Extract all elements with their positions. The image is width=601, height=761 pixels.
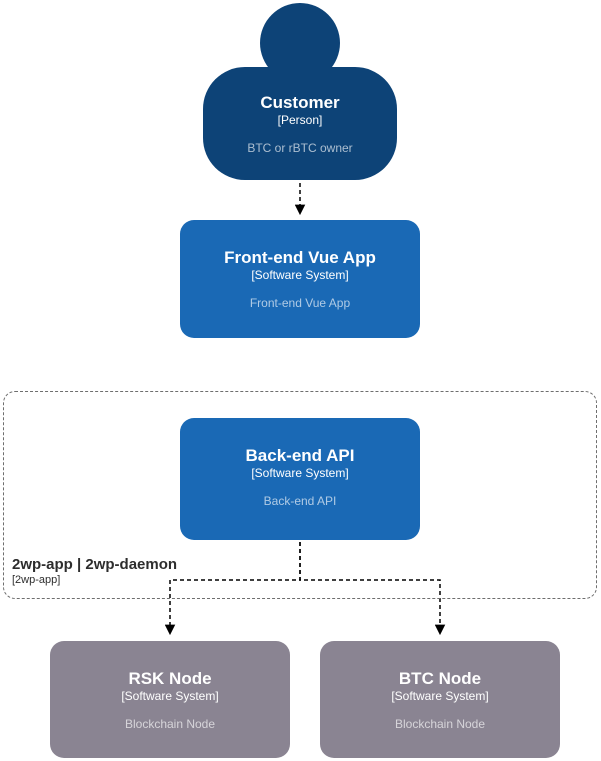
node-title: BTC Node: [398, 669, 482, 688]
node-type: [Software System]: [121, 689, 219, 703]
node-description: Blockchain Node: [124, 717, 216, 731]
person-body: Customer [Person] BTC or rBTC owner: [203, 67, 397, 180]
node-type: [Person]: [277, 113, 323, 127]
boundary-2wp-app: 2wp-app | 2wp-daemon [2wp-app]: [3, 391, 597, 599]
node-title: Back-end API: [245, 446, 355, 465]
node-description: Back-end API: [263, 494, 337, 508]
node-title: Front-end Vue App: [224, 248, 376, 267]
node-title: RSK Node: [128, 669, 212, 688]
boundary-label: 2wp-app | 2wp-daemon [2wp-app]: [12, 556, 177, 587]
boundary-title: 2wp-app | 2wp-daemon: [12, 556, 178, 573]
node-frontend-vue-app: Front-end Vue App [Software System] Fron…: [180, 220, 420, 338]
node-type: [Software System]: [251, 466, 349, 480]
node-title: Customer: [260, 93, 340, 112]
node-backend-api: Back-end API [Software System] Back-end …: [180, 418, 420, 540]
node-btc-node: BTC Node [Software System] Blockchain No…: [320, 641, 560, 758]
node-rsk-node: RSK Node [Software System] Blockchain No…: [50, 641, 290, 758]
node-description: Blockchain Node: [394, 717, 486, 731]
node-type: [Software System]: [251, 268, 349, 282]
node-description: Front-end Vue App: [249, 296, 351, 310]
boundary-subtitle: [2wp-app]: [12, 574, 61, 586]
node-description: BTC or rBTC owner: [247, 141, 353, 155]
node-type: [Software System]: [391, 689, 489, 703]
